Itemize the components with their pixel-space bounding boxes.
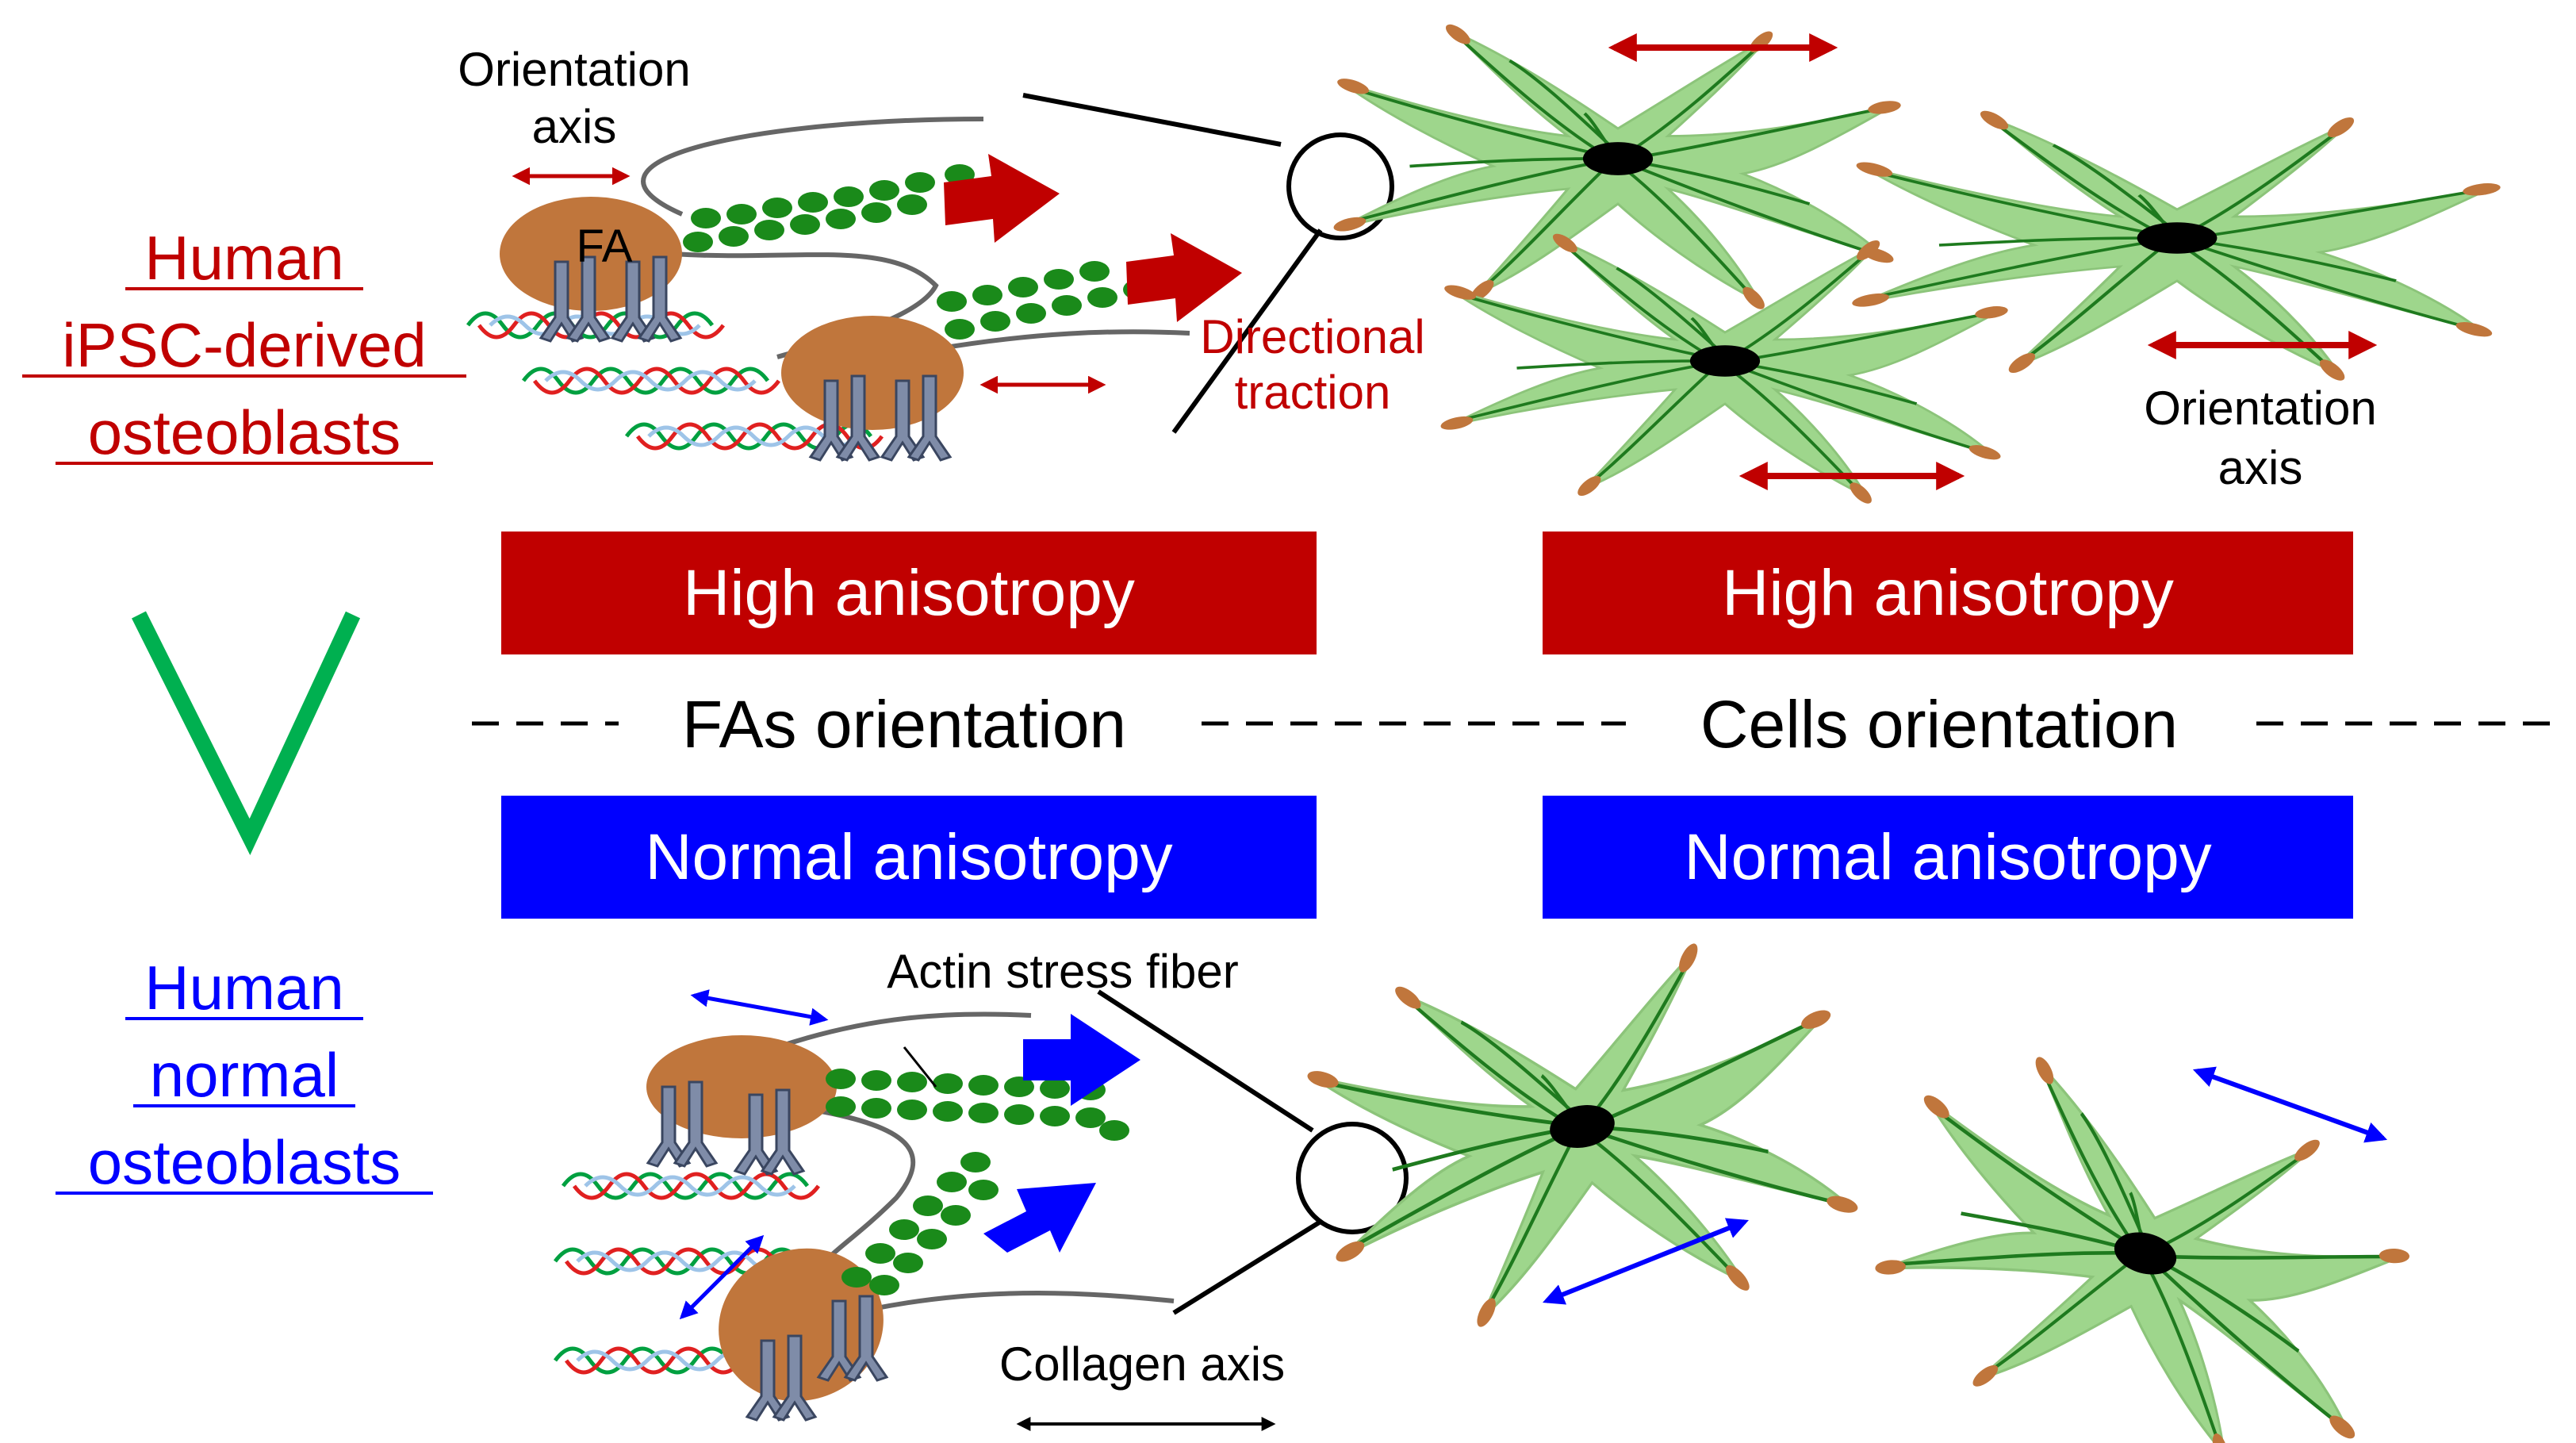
- normal-fa-illustration: [555, 989, 1409, 1431]
- ipsc-label-line2: iPSC-derived: [62, 310, 427, 380]
- orientation-arrow-icon: [679, 1234, 765, 1320]
- collagen-axis-label: Collagen axis: [999, 1337, 1285, 1391]
- fa-label: FA: [577, 221, 633, 272]
- orientation-arrow-icon: [690, 989, 829, 1026]
- orientation-arrow-icon: [2192, 1066, 2388, 1143]
- actin-stress-fiber-label: Actin stress fiber: [887, 945, 1238, 998]
- ipsc-label-line1: Human: [144, 223, 343, 293]
- traction-arrow-icon: [983, 1183, 1096, 1253]
- normal-cells: [1290, 909, 2437, 1443]
- collagen-helix-icon: [563, 1174, 818, 1198]
- collagen-helix-icon: [523, 369, 779, 393]
- orientation-axis-label-right-2: axis: [2218, 441, 2303, 494]
- high-anisotropy-label-right: High anisotropy: [1722, 557, 2174, 629]
- check-mark-icon: [132, 611, 361, 856]
- high-anisotropy-label-left: High anisotropy: [683, 557, 1135, 629]
- normal-group-label: Human normal osteoblasts: [56, 953, 433, 1197]
- directional-traction-label-2: traction: [1235, 366, 1391, 419]
- orientation-arrow-icon: [1542, 1218, 1750, 1305]
- orientation-axis-label: Orientation: [458, 43, 691, 96]
- ipsc-cells: [1332, 21, 2501, 506]
- traction-arrow-icon: [1023, 1014, 1140, 1106]
- normal-anisotropy-label-right: Normal anisotropy: [1684, 821, 2211, 893]
- ipsc-label-line3: osteoblasts: [88, 397, 401, 467]
- orientation-axis-label-2: axis: [532, 100, 617, 153]
- cell-icon: [1290, 909, 1877, 1364]
- normal-anisotropy-box-right: [1543, 796, 2353, 919]
- high-anisotropy-box-right: [1543, 532, 2353, 654]
- cells-orientation-label: Cells orientation: [1700, 687, 2178, 762]
- traction-arrow-icon: [1126, 233, 1242, 322]
- fas-orientation-label: FAs orientation: [682, 687, 1126, 762]
- cell-icon: [1847, 1026, 2436, 1443]
- ipsc-fa-illustration: [468, 93, 1394, 462]
- directional-traction-label: Directional: [1200, 310, 1424, 363]
- normal-label-line3: osteoblasts: [88, 1127, 401, 1197]
- orientation-axis-label-right: Orientation: [2144, 382, 2377, 435]
- normal-anisotropy-label-left: Normal anisotropy: [645, 821, 1172, 893]
- ipsc-group-label: Human iPSC-derived osteoblasts: [22, 223, 466, 467]
- high-anisotropy-box-left: [501, 532, 1317, 654]
- normal-anisotropy-box-left: [501, 796, 1317, 919]
- normal-label-line2: normal: [150, 1040, 339, 1110]
- traction-arrow-icon: [944, 154, 1060, 243]
- normal-label-line1: Human: [144, 953, 343, 1023]
